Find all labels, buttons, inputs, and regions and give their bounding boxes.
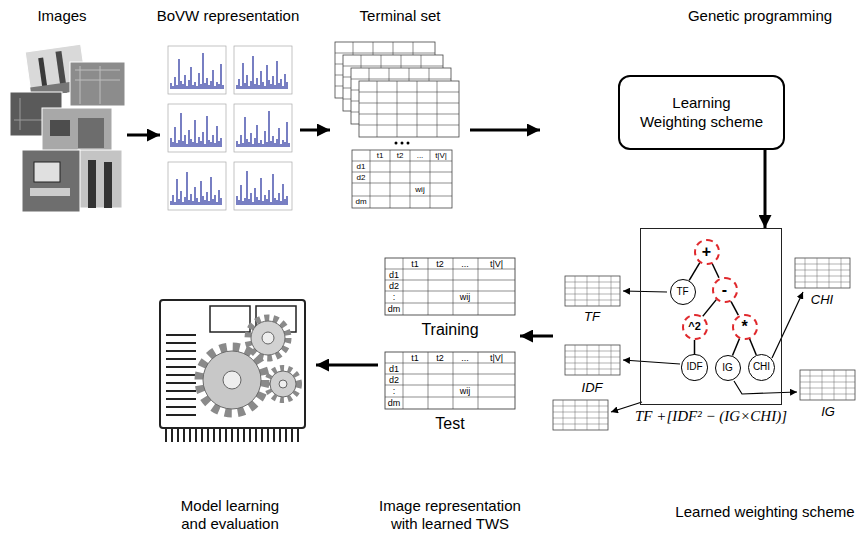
- table-cell: t|V|: [435, 151, 447, 161]
- table-cell: d2: [357, 173, 366, 183]
- model-chip-icon: [160, 300, 305, 442]
- tree-branch: [703, 300, 717, 317]
- stage-title: Images: [37, 7, 86, 25]
- operator-circle: *: [732, 314, 758, 340]
- flow-arrow: [764, 150, 767, 228]
- operator-circle: -: [712, 277, 738, 303]
- table-cell: ...: [417, 151, 424, 161]
- table-cell: wij: [460, 386, 471, 397]
- node-text: TF +[IDF² − (IG×CHI)]: [635, 408, 787, 425]
- operator-circle: ^2: [682, 314, 708, 340]
- table-cell: d2: [389, 280, 399, 291]
- matrix-label: CHI: [811, 292, 833, 308]
- stage-caption: Learned weighting scheme: [675, 503, 854, 521]
- table-title: Test: [435, 414, 464, 433]
- image-collage: [10, 44, 125, 212]
- node-text: ^2: [688, 321, 701, 332]
- tree-branch: [712, 263, 719, 278]
- data-tables: [385, 258, 515, 409]
- table-cell: t|V|: [490, 258, 503, 269]
- table-cell: t1: [411, 352, 419, 363]
- terminal-circle: IG: [715, 355, 741, 381]
- table-cell: t1: [377, 151, 384, 161]
- tree-branch: [689, 263, 700, 281]
- node-text: TF: [676, 287, 688, 297]
- terminal-circle: CHI: [748, 354, 775, 381]
- table-cell: ...: [461, 258, 469, 269]
- stage-caption: Model learning and evaluation: [173, 497, 288, 533]
- table-cell: d1: [357, 162, 366, 172]
- table-cell: :: [393, 292, 396, 303]
- table-cell: :: [393, 386, 396, 397]
- matrix-label: IG: [821, 404, 835, 420]
- operator-circle: +: [694, 239, 720, 265]
- stage-title: Genetic programming: [688, 7, 832, 25]
- table-cell: d1: [389, 363, 399, 374]
- tree-branch: [732, 339, 739, 356]
- tree-branch: [694, 340, 696, 355]
- matrix-label: TF: [584, 309, 600, 325]
- table-cell: t2: [436, 352, 444, 363]
- terminal-set-tables: [335, 42, 459, 208]
- table-cell: ...: [461, 352, 469, 363]
- terminal-circle: TF: [670, 279, 696, 305]
- stage-title: Terminal set: [360, 7, 441, 25]
- table-cell: t|V|: [490, 352, 503, 363]
- table-cell: dm: [388, 398, 401, 409]
- table-cell: wij: [415, 185, 424, 195]
- table-title: Training: [421, 320, 478, 339]
- table-cell: d2: [389, 374, 399, 385]
- matrix-label: IDF: [582, 380, 603, 396]
- node-text: IG: [722, 363, 733, 373]
- node-text: IDF: [686, 362, 702, 372]
- terminal-circle: IDF: [681, 354, 707, 380]
- process-box: Learning Weighting scheme: [618, 75, 785, 150]
- table-cell: wij: [460, 292, 471, 303]
- stage-caption: Image representation with learned TWS: [370, 497, 530, 533]
- table-cell: dm: [355, 197, 366, 207]
- stage-title: BoVW representation: [157, 7, 300, 25]
- tree-frame: TF +[IDF² − (IG×CHI)]+TF-^2*IDFIGCHI: [640, 228, 782, 405]
- table-cell: t1: [411, 258, 419, 269]
- node-text: *: [741, 319, 747, 335]
- node-text: +: [702, 244, 711, 260]
- table-cell: t2: [397, 151, 404, 161]
- node-text: -: [722, 282, 727, 298]
- node-text: Learning Weighting scheme: [639, 94, 765, 132]
- tree-branch: [749, 339, 756, 355]
- table-cell: t2: [436, 258, 444, 269]
- table-cell: dm: [388, 304, 401, 315]
- bovw-histograms: [168, 46, 292, 210]
- table-cell: d1: [389, 269, 399, 280]
- node-text: CHI: [753, 362, 770, 372]
- tree-branch: [731, 301, 739, 315]
